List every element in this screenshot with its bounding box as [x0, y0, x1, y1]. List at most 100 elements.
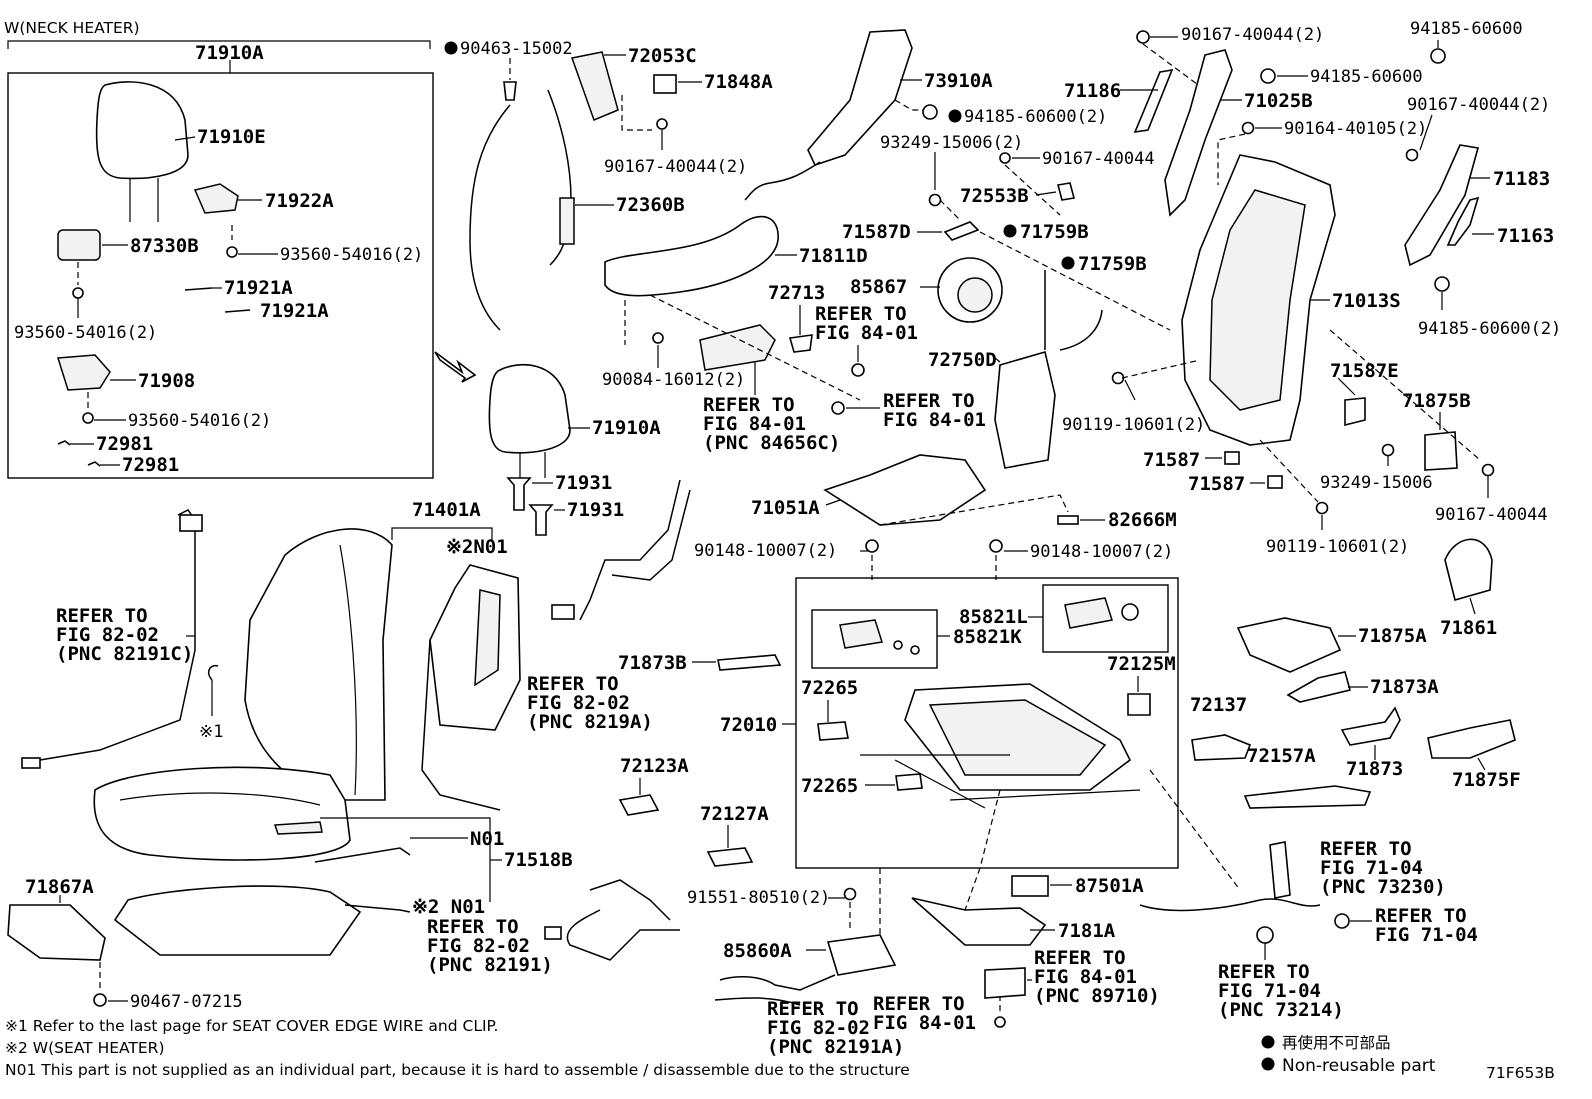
part-71587-b: 71587 [1188, 473, 1245, 495]
screw-icon [652, 332, 664, 344]
part-90119-10601-b: 90119-10601(2) [1266, 537, 1409, 557]
motor-box-L [1042, 584, 1169, 653]
refer-82-02-a-line2: FIG 82-02 [767, 1017, 870, 1039]
rail-cover [1243, 785, 1372, 809]
part-72981-b: 72981 [122, 454, 179, 476]
recliner-bracket [1164, 49, 1233, 217]
part-87501A: 87501A [1075, 875, 1144, 897]
refer-71-04-b-line2: FIG 71-04 [1375, 924, 1478, 946]
refer-84-01-b-line2: FIG 84-01 [703, 413, 806, 435]
part-71875A: 71875A [1358, 625, 1427, 647]
bolt-icon [989, 539, 1003, 553]
seat-module [1011, 875, 1049, 897]
part-90167-40044-2-c: 90167-40044(2) [1407, 95, 1550, 115]
refer-84-01-d-line1: REFER TO [1034, 947, 1126, 969]
part-71186: 71186 [1064, 80, 1121, 102]
seat-position-sensor [911, 897, 1047, 946]
lumbar-unit [994, 350, 1056, 469]
part-72127A: 72127A [700, 803, 769, 825]
cushion-trim [7, 904, 106, 961]
side-airbag [807, 29, 913, 166]
side-shield-group: 71811D 90084-16012(2) REFER TO FIG 84-01… [602, 215, 986, 454]
footnotes: ※1 Refer to the last page for SEAT COVER… [5, 1017, 910, 1079]
part-90084-16012: 90084-16012(2) [602, 370, 745, 390]
refer-82-02-a-line1: REFER TO [767, 998, 859, 1020]
connector-icon [21, 757, 41, 769]
part-71910E: 71910E [197, 126, 266, 148]
part-72265-a: 72265 [801, 677, 858, 699]
recliner-shield [1286, 671, 1351, 703]
connector-icon [544, 926, 562, 940]
legend-jp: 再使用不可部品 [1282, 1034, 1391, 1052]
cushion-shield [1427, 719, 1516, 759]
part-71908: 71908 [138, 370, 195, 392]
footnote-1: ※1 Refer to the last page for SEAT COVER… [5, 1017, 498, 1035]
bolt-icon [1136, 30, 1150, 44]
cover-plate [653, 74, 677, 94]
part-71848A: 71848A [704, 71, 773, 93]
buckle-group: REFER TO FIG 71-04 (PNC 73230) REFER TO … [1139, 838, 1478, 1021]
recliner-plate [1404, 144, 1480, 267]
refer-82-02-c-line3: (PNC 8219A) [527, 711, 653, 733]
seatback-shield [604, 215, 779, 297]
refer-84-01-e-line1: REFER TO [873, 993, 965, 1015]
nut-icon [1430, 48, 1446, 64]
part-85821L: 85821L [959, 606, 1028, 628]
part-71051A: 71051A [751, 497, 820, 519]
bolt-icon [1481, 463, 1495, 477]
refer-71-04-c-line1: REFER TO [1218, 961, 1310, 983]
nut-icon [922, 104, 938, 120]
part-93249-15006-2: 93249-15006(2) [880, 133, 1023, 153]
clip-icon [1267, 475, 1283, 489]
screw-icon [226, 246, 238, 258]
part-90167-40044-b: 90167-40044 [1435, 505, 1548, 525]
part-72750D: 72750D [928, 349, 997, 371]
part-71183: 71183 [1493, 168, 1550, 190]
refer-82-02-d-line1: REFER TO [427, 916, 519, 938]
part-90167-40044-2-b: 90167-40044(2) [1181, 25, 1324, 45]
part-93560-54016-b: 93560-54016(2) [14, 323, 157, 343]
part-71910A-top: 71910A [195, 42, 264, 64]
part-71811D: 71811D [799, 245, 868, 267]
part-90119-10601-a: 90119-10601(2) [1062, 415, 1205, 435]
bracket-icon [1127, 693, 1151, 716]
legend: 再使用不可部品 Non-reusable part 71F653B [1261, 1034, 1555, 1082]
lower-covers-group: 71875A 71873A 72137 72157A 71873 71875F [1190, 617, 1521, 809]
cable-icon [717, 654, 782, 671]
part-85860A: 85860A [723, 940, 792, 962]
refer-71-04-a-line2: FIG 71-04 [1320, 857, 1423, 879]
part-71518B: 71518B [504, 849, 573, 871]
neck-heater-inset: W(NECK HEATER) 71910A 71910E 71922A 8733… [4, 19, 434, 479]
bolt-icon [994, 1016, 1006, 1028]
part-93560-54016-c: 93560-54016(2) [128, 411, 271, 431]
seatbelt-buckle [1269, 841, 1291, 899]
control-module [984, 967, 1026, 999]
part-71931-a: 71931 [555, 472, 612, 494]
bolt-icon [1111, 371, 1125, 385]
part-71401A: 71401A [412, 499, 481, 521]
arrow-icon [434, 351, 477, 383]
part-85821K: 85821K [953, 626, 1022, 648]
screw-icon [93, 993, 107, 1007]
cable-sleeve [559, 197, 575, 245]
headrest-group: 71910A 71931 71931 [488, 363, 661, 536]
part-N01-bot: ※2 N01 [412, 896, 485, 918]
clip-icon [1057, 182, 1075, 201]
shield-outer [1236, 617, 1342, 673]
harness-group: REFER TO FIG 82-02 (PNC 8219A) 72123A 72… [427, 479, 1160, 1058]
part-71587D: 71587D [842, 221, 911, 243]
cover-piece [1191, 734, 1252, 761]
part-90167-40044-2-a: 90167-40044(2) [604, 157, 747, 177]
part-72137: 72137 [1190, 694, 1247, 716]
non-reusable-marker [1061, 256, 1075, 270]
power-seat-switch [699, 324, 776, 371]
screw-icon [72, 287, 84, 299]
part-N01-mid: N01 [470, 828, 504, 850]
nut-icon [1334, 913, 1350, 929]
figure-code: 71F653B [1486, 1064, 1555, 1082]
nut-icon [1434, 276, 1450, 292]
part-71013S: 71013S [1332, 290, 1401, 312]
headrest [488, 363, 571, 454]
part-71910A-mid: 71910A [592, 417, 661, 439]
part-90164-40105: 90164-40105(2) [1284, 119, 1427, 139]
